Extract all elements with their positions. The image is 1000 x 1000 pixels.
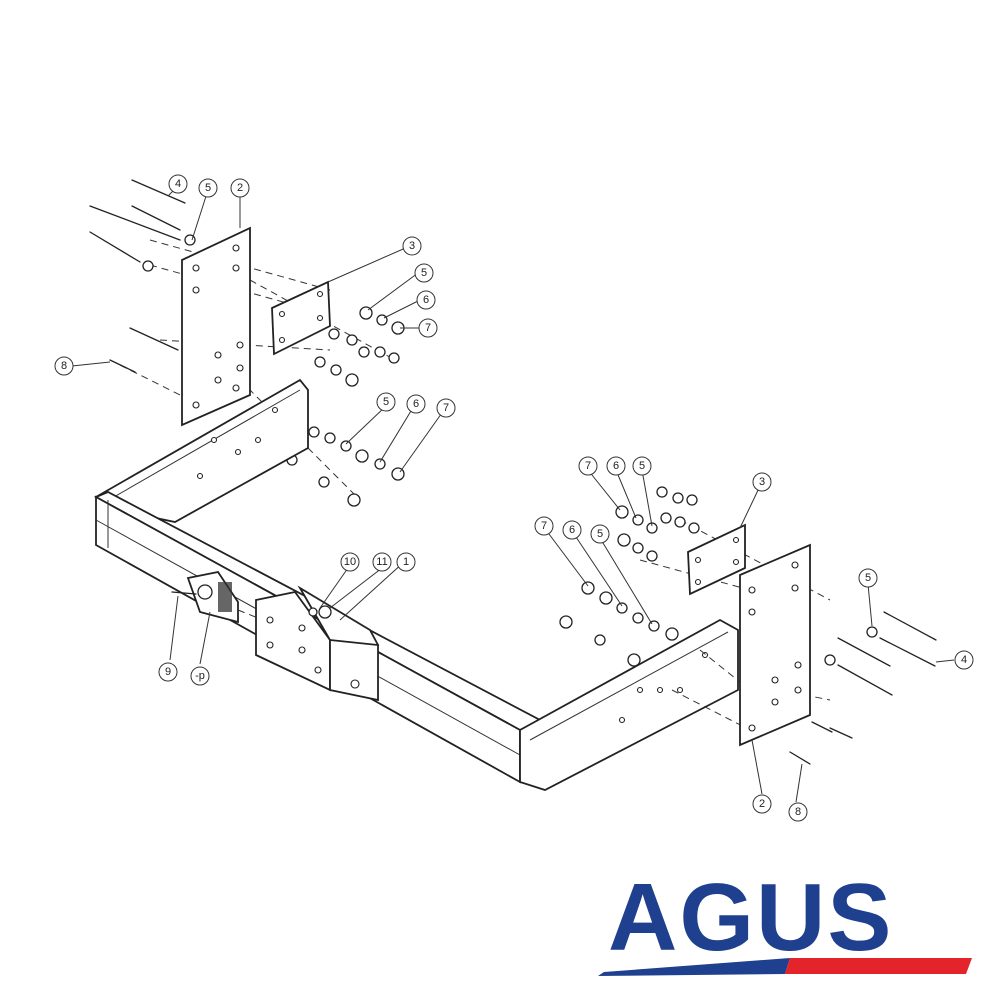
svg-text:3: 3 <box>409 240 415 252</box>
agus-logo: AGUS <box>598 864 972 976</box>
svg-text:5: 5 <box>865 572 871 584</box>
right-long-bolts <box>789 611 937 765</box>
svg-text:8: 8 <box>61 360 67 372</box>
callout-5-right: 5 <box>858 568 878 588</box>
left-long-bolts <box>89 179 196 373</box>
svg-text:5: 5 <box>383 396 389 408</box>
callout-4-right: 4 <box>954 650 974 670</box>
callout-5-right-top: 5 <box>632 456 652 476</box>
callout-6-right-arm: 6 <box>562 520 582 540</box>
callout-1: 1 <box>396 552 416 572</box>
callout-5-left-arm: 5 <box>376 392 396 412</box>
svg-text:8: 8 <box>795 806 801 818</box>
callout-6-left-arm: 6 <box>406 394 426 414</box>
svg-text:-p: -p <box>195 670 205 682</box>
callout-leaders <box>71 185 955 803</box>
svg-text:2: 2 <box>759 798 765 810</box>
svg-text:5: 5 <box>421 267 427 279</box>
callout-7-left-arm: 7 <box>436 398 456 418</box>
svg-text:1: 1 <box>403 556 409 568</box>
callout-5-left-spacer: 5 <box>414 263 434 283</box>
tow-ball-bracket <box>255 585 380 702</box>
socket-plate <box>171 570 259 624</box>
svg-text:4: 4 <box>175 178 181 190</box>
callout-6-right-top: 6 <box>606 456 626 476</box>
svg-text:6: 6 <box>569 524 575 536</box>
left-spacer-plate <box>271 280 331 356</box>
right-mount-assembly <box>559 486 937 765</box>
svg-text:10: 10 <box>344 556 356 568</box>
svg-text:7: 7 <box>443 402 449 414</box>
callout-3-right: 3 <box>752 472 772 492</box>
left-mount-assembly <box>89 179 405 507</box>
svg-text:5: 5 <box>639 460 645 472</box>
svg-text:6: 6 <box>423 294 429 306</box>
callout-5-right-arm: 5 <box>590 524 610 544</box>
svg-text:7: 7 <box>425 322 431 334</box>
svg-text:5: 5 <box>205 182 211 194</box>
left-bracket-plate <box>181 226 251 427</box>
callout-7-right-arm: 7 <box>534 516 554 536</box>
callout-9: 9 <box>158 662 178 682</box>
callout-7-right-top: 7 <box>578 456 598 476</box>
callout-2-left: 2 <box>230 178 250 198</box>
callout-11: 11 <box>372 552 392 572</box>
svg-text:7: 7 <box>585 460 591 472</box>
callout-5-left-top: 5 <box>198 178 218 198</box>
svg-text:7: 7 <box>541 520 547 532</box>
callout-8-left: 8 <box>54 356 74 376</box>
svg-text:11: 11 <box>376 556 387 568</box>
svg-text:2: 2 <box>237 182 243 194</box>
callout-10: 10 <box>340 552 360 572</box>
callout-3-left: 3 <box>402 236 422 256</box>
svg-text:5: 5 <box>597 528 603 540</box>
logo-stripe-blue <box>598 958 790 976</box>
svg-text:9: 9 <box>165 666 171 678</box>
svg-text:4: 4 <box>961 654 967 666</box>
callout-8-right: 8 <box>788 802 808 822</box>
callout-2-right: 2 <box>752 794 772 814</box>
logo-wordmark: AGUS <box>608 864 893 971</box>
right-nuts-washers <box>559 486 700 667</box>
svg-text:6: 6 <box>613 460 619 472</box>
svg-text:6: 6 <box>413 398 419 410</box>
svg-text:3: 3 <box>759 476 765 488</box>
callout-4-left: 4 <box>168 174 188 194</box>
callout-6-left-spacer: 6 <box>416 290 436 310</box>
callout-7-left-spacer: 7 <box>418 318 438 338</box>
callout-p: -p <box>190 666 210 686</box>
right-spacer-plate <box>687 523 746 596</box>
logo-stripe-red <box>785 958 972 974</box>
right-bracket-plate <box>739 543 811 747</box>
